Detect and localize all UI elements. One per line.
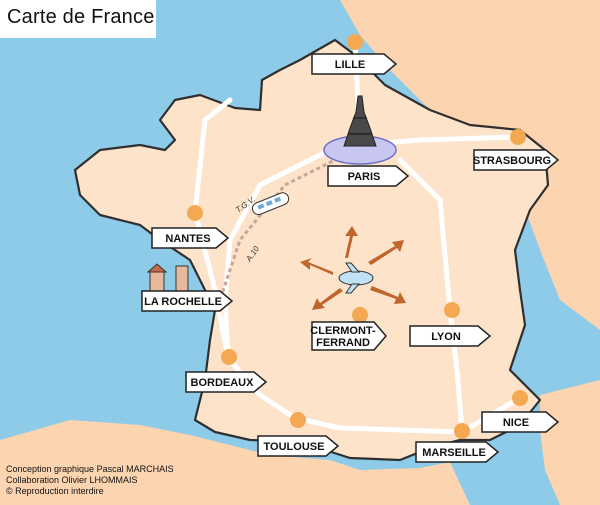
sign-bordeaux[interactable]: BORDEAUX <box>185 371 268 393</box>
city-dot-nantes <box>187 205 203 221</box>
neighbor-land-south-east <box>540 380 600 505</box>
sign-strasbourg-label: STRASBOURG <box>473 155 551 167</box>
credits: Conception graphique Pascal MARCHAIS Col… <box>6 464 174 497</box>
sign-marseille-label: MARSEILLE <box>422 447 486 459</box>
sign-nice[interactable]: NICE <box>481 411 560 433</box>
credit-design: Conception graphique Pascal MARCHAIS <box>6 464 174 474</box>
sign-bordeaux-label: BORDEAUX <box>191 377 255 389</box>
sign-lyon-label: LYON <box>431 331 461 343</box>
sign-toulouse-label: TOULOUSE <box>264 441 325 453</box>
france-land <box>73 38 550 462</box>
sign-lyon[interactable]: LYON <box>409 325 492 347</box>
road-nantes-north <box>192 97 233 215</box>
airplane-arrows <box>300 226 406 310</box>
sign-strasbourg[interactable]: STRASBOURG <box>473 149 560 171</box>
city-dot-lyon <box>444 302 460 318</box>
road-a10 <box>222 147 333 361</box>
sign-lille-label: LILLE <box>335 59 366 71</box>
sign-clermont-ferrand[interactable]: CLERMONT- FERRAND <box>310 321 387 351</box>
city-dot-marseille <box>454 423 470 439</box>
sign-nantes-label: NANTES <box>165 233 210 245</box>
sign-clermont-line2: FERRAND <box>316 337 370 349</box>
title-box: Carte de France <box>0 0 156 38</box>
city-dot-strasbourg <box>510 129 526 145</box>
airplane-icon <box>338 262 374 294</box>
neighbor-land-north-east <box>340 0 600 330</box>
credit-copyright: © Reproduction interdire <box>6 486 104 496</box>
tgv-track <box>218 153 346 301</box>
sign-paris[interactable]: PARIS <box>327 165 410 187</box>
city-dot-nice <box>512 390 528 406</box>
city-dot-lille <box>347 34 363 50</box>
sign-paris-label: PARIS <box>348 171 381 183</box>
sign-la-rochelle[interactable]: LA ROCHELLE <box>141 290 234 312</box>
neighbor-land-south <box>0 420 470 505</box>
sign-marseille[interactable]: MARSEILLE <box>415 441 500 463</box>
sign-nantes[interactable]: NANTES <box>151 227 230 249</box>
city-dot-toulouse <box>290 412 306 428</box>
road-paris-lyon <box>397 157 453 313</box>
map-title: Carte de France <box>7 6 155 28</box>
tgv-train-icon <box>251 192 290 216</box>
sign-la-rochelle-label: LA ROCHELLE <box>144 296 222 308</box>
eiffel-tower-icon <box>343 95 377 147</box>
city-dot-bordeaux <box>221 349 237 365</box>
sign-lille[interactable]: LILLE <box>311 53 398 75</box>
city-dot-clermont <box>352 307 368 323</box>
credit-collaboration: Collaboration Olivier LHOMMAIS <box>6 475 138 485</box>
city-signs: LILLE PARIS STRASBOURG NANTES LA ROCHELL… <box>141 53 560 463</box>
city-dots <box>187 34 528 439</box>
la-rochelle-towers-icon <box>146 263 189 293</box>
sign-toulouse[interactable]: TOULOUSE <box>257 435 340 457</box>
sign-nice-label: NICE <box>503 417 529 429</box>
sign-clermont-line1: CLERMONT- <box>310 325 376 337</box>
